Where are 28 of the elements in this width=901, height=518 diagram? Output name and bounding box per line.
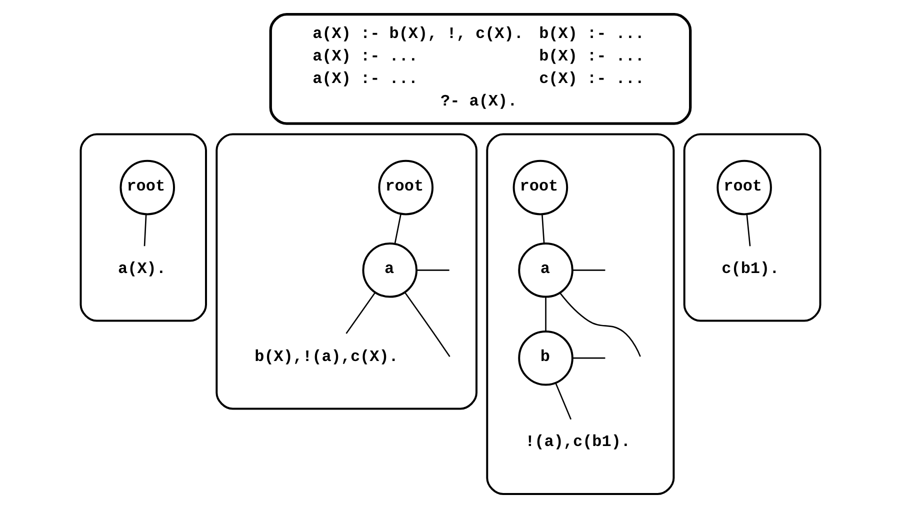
node-circle: a bbox=[518, 242, 574, 298]
connector bbox=[572, 356, 606, 358]
node-circle: root bbox=[378, 159, 434, 215]
connector bbox=[560, 292, 641, 356]
cluster bbox=[216, 132, 478, 410]
node-text: b(X),!(a),c(X). bbox=[254, 347, 398, 366]
cluster bbox=[80, 132, 207, 322]
connector bbox=[746, 214, 751, 246]
connector bbox=[416, 269, 450, 270]
node-text: a(X). bbox=[118, 259, 166, 278]
node-circle: root bbox=[120, 159, 176, 215]
connector bbox=[545, 296, 546, 331]
node-circle: b bbox=[518, 330, 574, 386]
cluster bbox=[486, 132, 675, 494]
cluster bbox=[683, 132, 822, 322]
node-text: !(a),c(b1). bbox=[525, 432, 631, 451]
node-box: a(X) :- b(X), !, c(X). b(X) :- ... a(X) :- ... b(X) :- ... a(X) :- ... c(X) :- ... ?- a(X). bbox=[269, 12, 692, 124]
node-circle: root bbox=[716, 159, 772, 215]
connector bbox=[555, 382, 572, 420]
node-text: c(b1). bbox=[722, 259, 780, 278]
connector bbox=[394, 213, 402, 244]
node-circle: a bbox=[362, 242, 418, 298]
connector bbox=[541, 214, 545, 243]
node-circle: root bbox=[512, 159, 568, 215]
connector bbox=[346, 292, 376, 334]
connector bbox=[144, 214, 147, 246]
connector bbox=[404, 292, 450, 356]
connector bbox=[572, 269, 606, 270]
